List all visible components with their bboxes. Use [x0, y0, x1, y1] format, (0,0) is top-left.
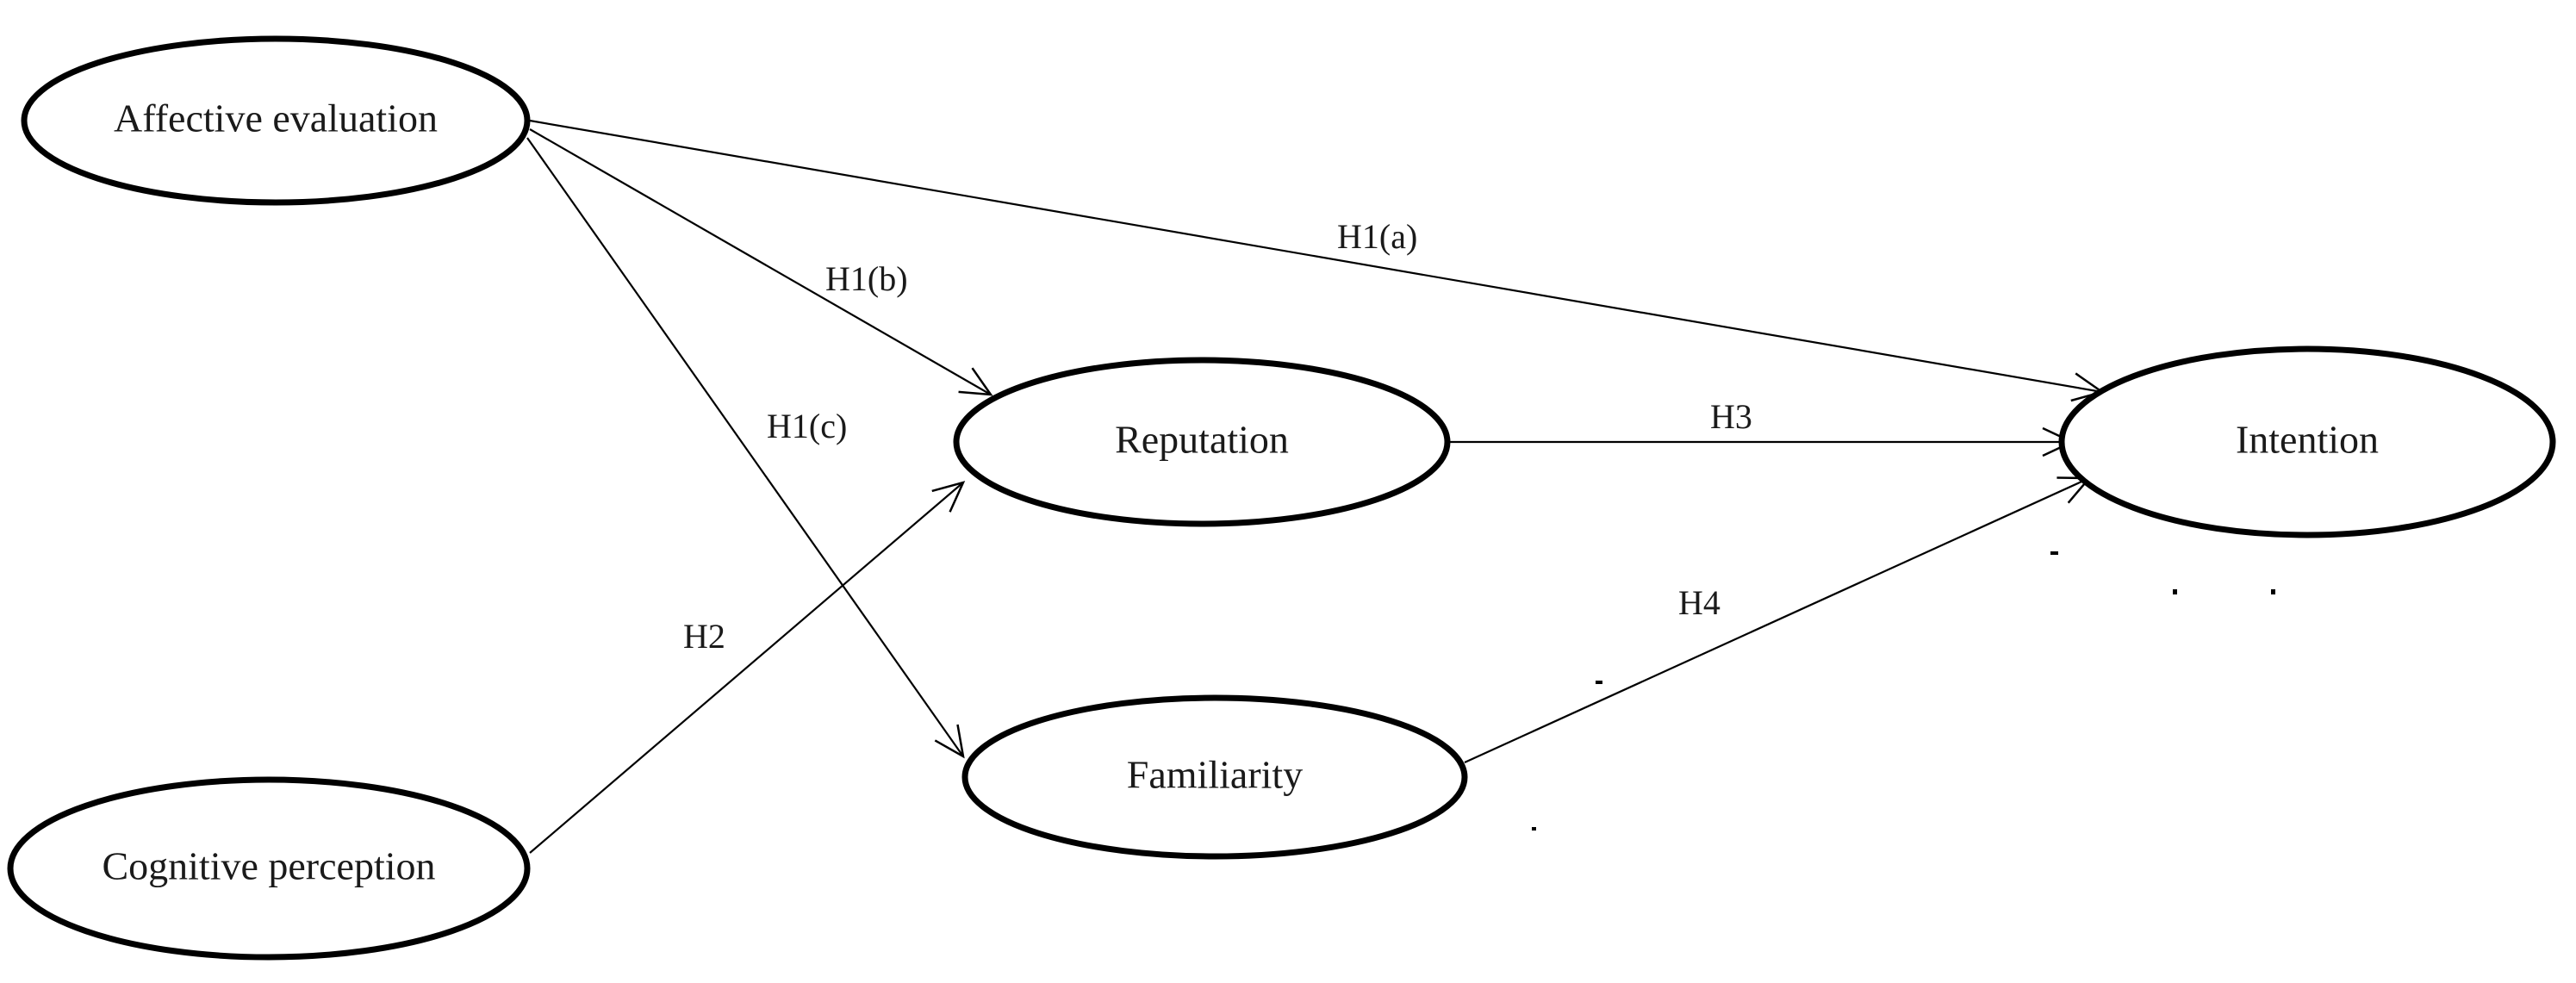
node-cognitive-perception: Cognitive perception [7, 776, 531, 961]
stray-mark [2271, 589, 2275, 594]
edge-label-h1b: H1(b) [825, 259, 908, 298]
stray-mark [1596, 681, 1602, 684]
node-label: Reputation [1115, 418, 1289, 462]
edge-h1c [526, 137, 965, 759]
edge-label-h2: H2 [683, 617, 725, 656]
node-label: Intention [2236, 418, 2379, 462]
node-familiarity: Familiarity [961, 694, 1468, 860]
node-label: Affective evaluation [114, 96, 438, 140]
edge-h2 [529, 481, 966, 854]
edge-label-h1c: H1(c) [767, 407, 847, 445]
node-label: Familiarity [1127, 753, 1303, 797]
edge-h1b [529, 128, 993, 396]
edges [526, 119, 2105, 854]
node-reputation: Reputation [953, 357, 1451, 527]
edge-label-h1a: H1(a) [1337, 217, 1417, 256]
edge-labels: H1(a) H1(b) H1(c) H2 H3 H4 [683, 217, 1752, 656]
edge-h4 [1464, 476, 2092, 764]
stray-marks [1532, 551, 2275, 831]
stray-mark [2050, 551, 2058, 555]
edge-label-h4: H4 [1678, 583, 1720, 622]
node-label: Cognitive perception [102, 844, 435, 888]
edge-label-h3: H3 [1710, 397, 1752, 436]
stray-mark [2173, 589, 2177, 594]
edge-h1a [529, 119, 2105, 402]
stray-mark [1532, 827, 1536, 831]
node-affective-evaluation: Affective evaluation [21, 35, 531, 206]
node-intention: Intention [2058, 345, 2556, 538]
